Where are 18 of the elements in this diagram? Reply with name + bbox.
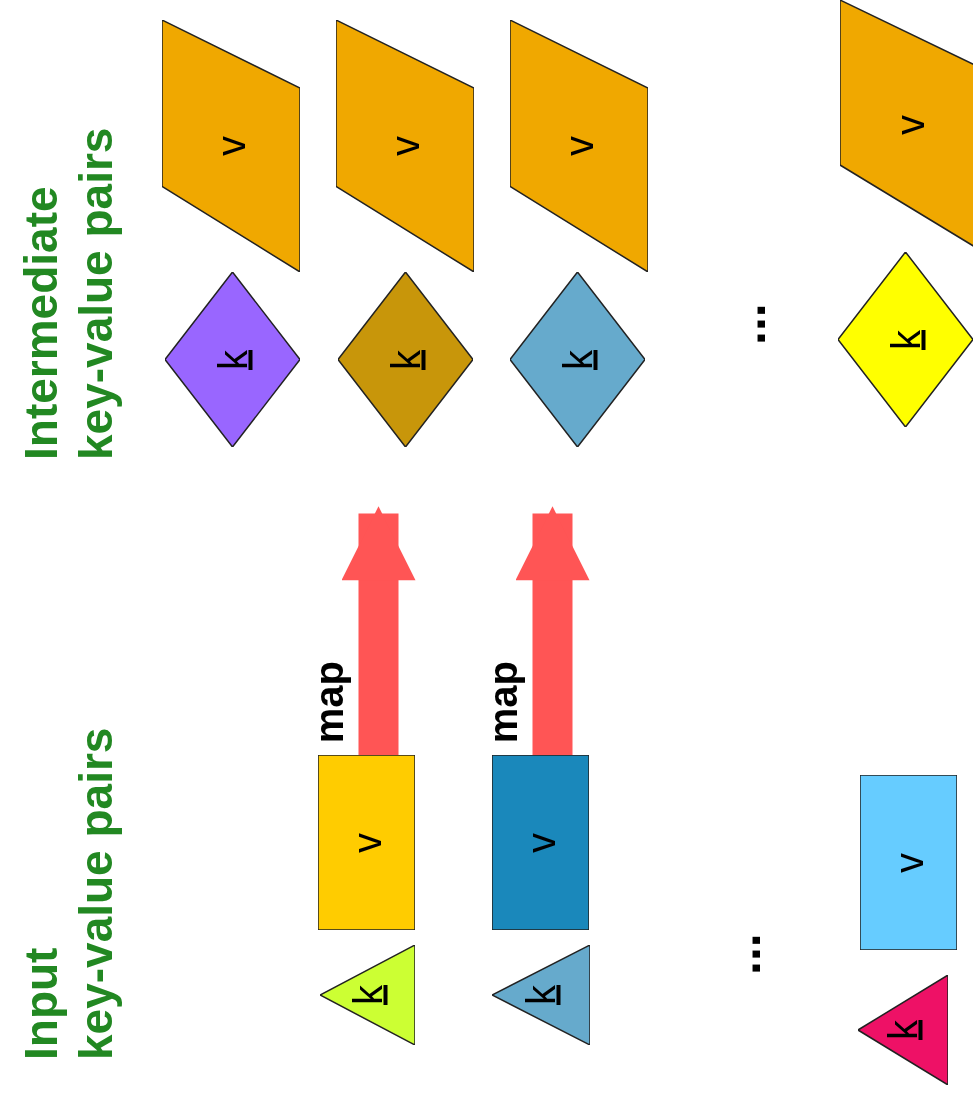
key-diamond: k (338, 272, 473, 447)
key-triangle: k (320, 945, 415, 1045)
ellipsis: ... (719, 302, 777, 345)
value-parallelogram: v (162, 20, 300, 272)
edge-label: map (480, 661, 526, 744)
key-diamond: k (165, 272, 300, 447)
ellipsis: ... (714, 932, 772, 975)
value-parallelogram: v (336, 20, 474, 272)
arrow (341, 506, 416, 755)
key-triangle: k (492, 945, 590, 1045)
value-parallelogram: v (510, 20, 648, 272)
section-heading: Input key-value pairs (14, 726, 124, 1060)
edge-label: map (306, 661, 352, 744)
key-diamond: k (510, 272, 645, 447)
arrow (515, 506, 590, 755)
key-triangle: k (858, 975, 948, 1085)
key-diamond: k (838, 252, 973, 427)
section-heading: Intermediate key-value pairs (14, 126, 124, 460)
